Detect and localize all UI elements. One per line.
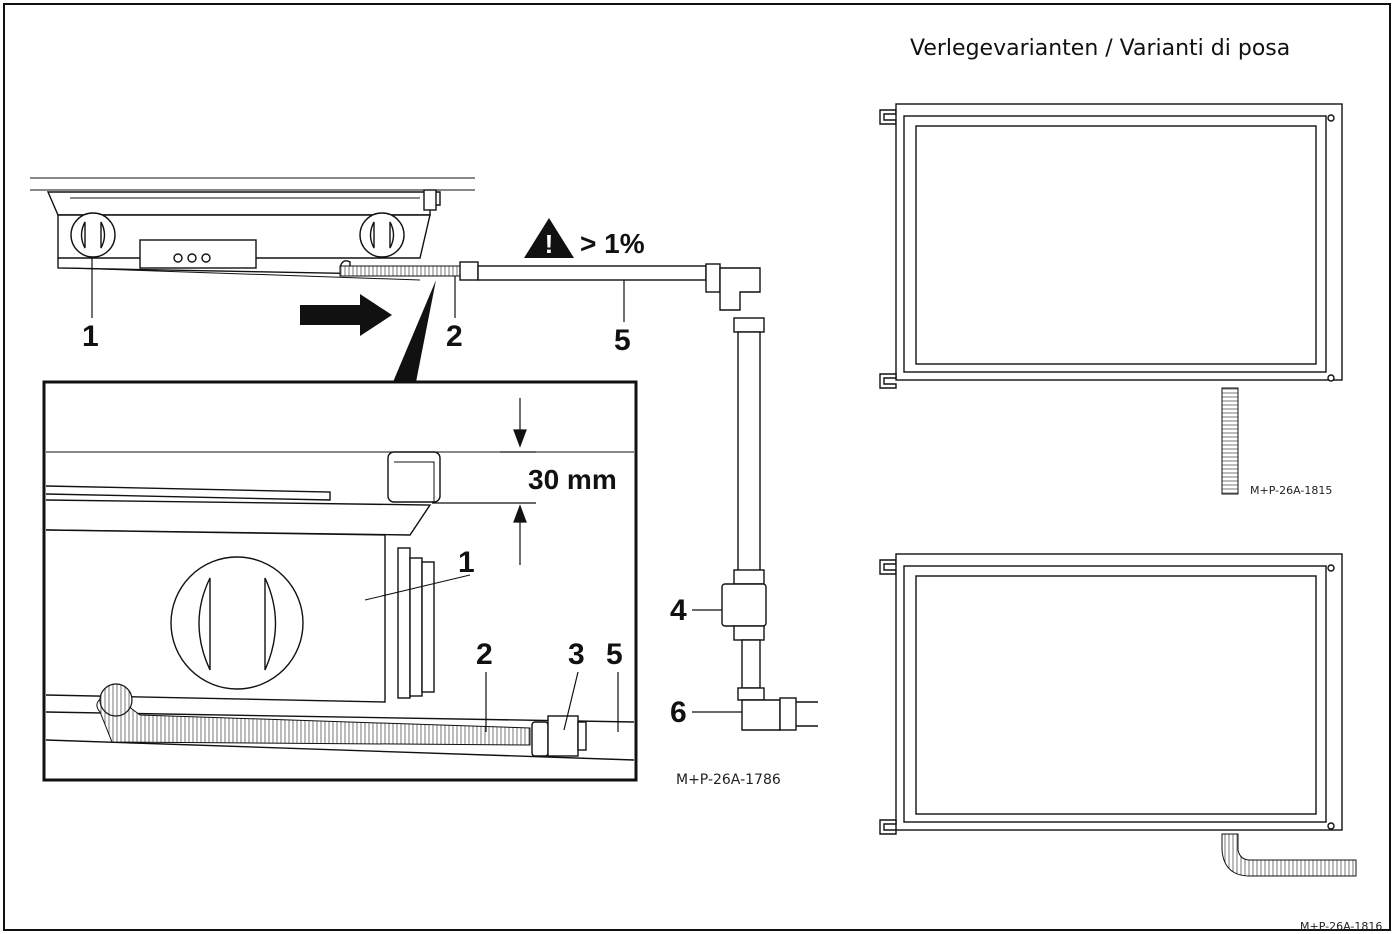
variants-title: Verlegevarianten / Varianti di posa (910, 36, 1291, 61)
label-tee: 6 (670, 696, 687, 729)
zoom-wedge (393, 280, 436, 382)
dimension-marker (432, 398, 536, 565)
label-unit-top: 1 (82, 320, 99, 353)
pipe-horizontal (459, 261, 818, 731)
variant-top (879, 103, 1343, 389)
detail-drawing (45, 451, 635, 761)
label-pipe-detail: 5 (606, 638, 623, 671)
arrow-right (300, 294, 392, 336)
variant-bottom (879, 553, 1343, 835)
label-hose-top: 2 (446, 320, 463, 353)
label-clamp-detail: 3 (568, 638, 585, 671)
label-pipe-top: 5 (614, 324, 631, 357)
label-unit-detail: 1 (458, 546, 475, 579)
label-hose-detail: 2 (476, 638, 493, 671)
warning-icon: ! (524, 218, 574, 259)
figure-code-variant-top: M+P-26A-1815 (1250, 484, 1333, 497)
label-pump: 4 (670, 594, 687, 627)
slope-label: > 1% (580, 228, 645, 259)
figure-code-main: M+P-26A-1786 (676, 772, 781, 788)
svg-text:!: ! (545, 229, 554, 259)
figure-code-variant-bottom: M+P-26A-1816 (1300, 920, 1383, 933)
dimension-label: 30 mm (528, 464, 617, 495)
diagram-frame (3, 3, 1391, 931)
unit-overview (30, 177, 475, 281)
